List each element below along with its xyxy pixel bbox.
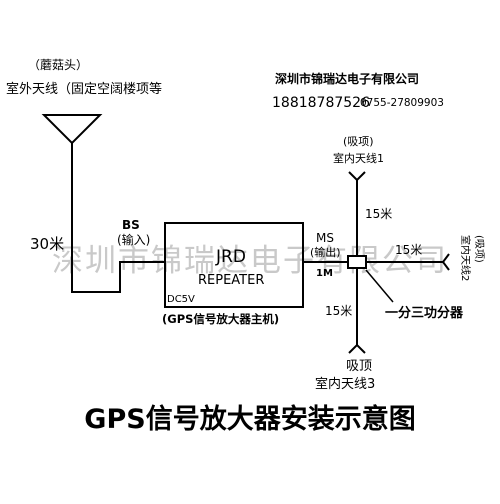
- company-name: 深圳市锦瑞达电子有限公司: [275, 71, 419, 86]
- splitter-pointer: [365, 269, 394, 303]
- ms-sub: (输出): [310, 245, 341, 259]
- antenna3-name: 室内天线3: [315, 376, 375, 392]
- repeater-line1: JRD: [215, 247, 246, 267]
- antenna2-cable-length: 15米: [395, 243, 422, 257]
- outdoor-antenna-desc: 室外天线（固定空阔楼项等: [6, 81, 162, 97]
- antenna2-mount: (吸项): [473, 235, 485, 263]
- antenna2-name: 室内天线2: [459, 235, 472, 281]
- outdoor-antenna-icon: [41, 114, 103, 245]
- antenna3-cable-length: 15米: [325, 304, 352, 318]
- repeater-box: [164, 222, 304, 308]
- bs-label: BS: [122, 218, 140, 232]
- outdoor-antenna-type: （蘑菇头）: [28, 58, 88, 72]
- antenna1-cable-length: 15米: [365, 207, 392, 221]
- ms-label: MS: [316, 231, 334, 245]
- diagram-title: GPS信号放大器安装示意图: [84, 403, 415, 435]
- antenna1-icon: [348, 171, 366, 182]
- repeater-power: DC5V: [167, 294, 195, 305]
- splitter-box: [347, 255, 367, 269]
- outdoor-cable: [71, 245, 165, 293]
- outdoor-cable-length: 30米: [30, 235, 64, 253]
- bs-sub: (输入): [117, 232, 150, 247]
- ms-cable: 1M: [316, 268, 333, 279]
- repeater-line2: REPEATER: [198, 273, 264, 288]
- antenna1-mount: (吸项): [343, 135, 374, 148]
- company-phone: 18818787526: [272, 95, 370, 111]
- antenna3-icon: [348, 343, 366, 354]
- antenna3-mount: 吸顶: [346, 359, 372, 374]
- company-tel: 0755-27809903: [360, 97, 444, 109]
- splitter-label: 一分三功分器: [385, 305, 464, 321]
- repeater-caption: (GPS信号放大器主机): [162, 312, 279, 326]
- antenna1-name: 室内天线1: [333, 151, 384, 165]
- antenna2-icon: [441, 253, 450, 271]
